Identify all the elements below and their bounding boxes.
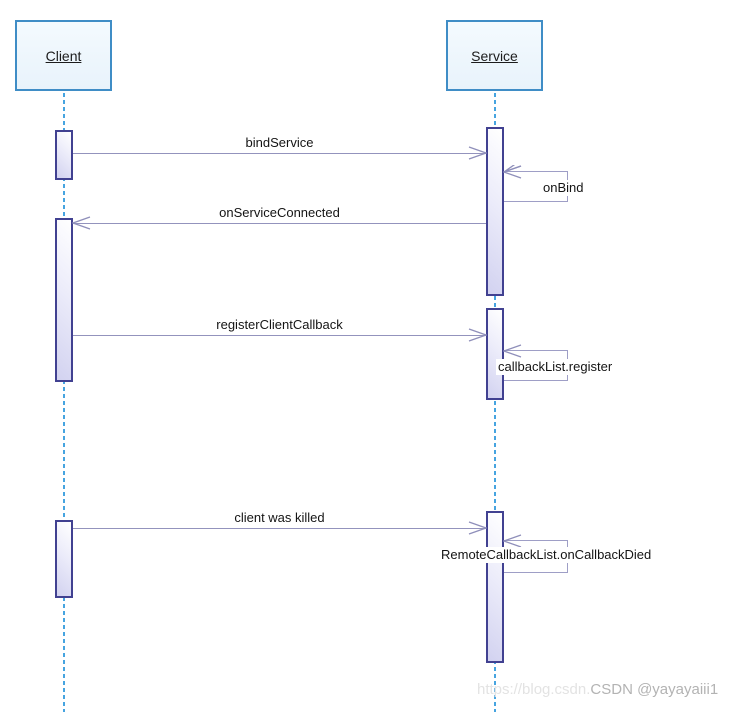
watermark-url-text: https://blog.csdn. (477, 681, 591, 698)
message-label: client was killed (234, 510, 325, 525)
watermark-csdn-text: CSDN @yayayaiii1 (590, 681, 719, 698)
watermark: https://blog.csdn.CSDN @yayayaiii1 (477, 681, 718, 698)
arrowhead-right-icon (468, 328, 487, 342)
arrowhead-left-icon (503, 165, 522, 179)
actor-box-service: Service (446, 20, 543, 91)
activation-bar-service-3 (486, 511, 504, 663)
message-line (73, 223, 486, 224)
message-line (73, 335, 486, 336)
message-label: bindService (245, 135, 314, 150)
actor-box-client: Client (15, 20, 112, 91)
self-call-label-oncallbackdied: RemoteCallbackList.onCallbackDied (439, 547, 654, 563)
message-label: registerClientCallback (216, 317, 343, 332)
lifeline-service (494, 93, 496, 712)
arrowhead-left-icon (503, 534, 522, 548)
actor-label-client: Client (45, 47, 82, 64)
arrowhead-right-icon (468, 521, 487, 535)
activation-bar-client-3 (55, 520, 73, 598)
activation-bar-client-1 (55, 130, 73, 180)
activation-bar-service-2 (486, 308, 504, 400)
message-label: onServiceConnected (219, 205, 340, 220)
actor-label-service: Service (471, 47, 518, 64)
arrowhead-left-icon (72, 216, 91, 230)
message-line (73, 528, 486, 529)
activation-bar-service-1 (486, 127, 504, 296)
self-call-label-onbind: onBind (541, 180, 586, 196)
arrowhead-left-icon (503, 344, 522, 358)
arrowhead-right-icon (468, 146, 487, 160)
lifeline-client (63, 93, 65, 712)
activation-bar-client-2 (55, 218, 73, 382)
message-line (73, 153, 486, 154)
self-call-label-callbacklist-register: callbackList.register (496, 359, 615, 375)
